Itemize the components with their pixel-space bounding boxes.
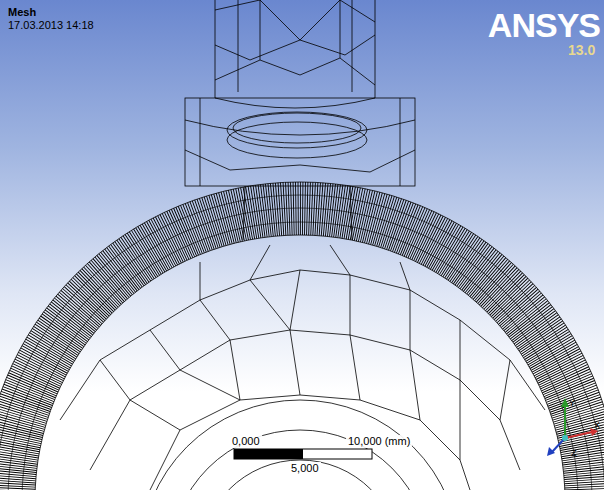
axis-label: Y bbox=[569, 398, 575, 408]
logo-text: ANSYS bbox=[488, 6, 600, 44]
scale-label: 0,000 bbox=[230, 435, 262, 448]
axis-label: X bbox=[594, 420, 600, 430]
view-title: Mesh bbox=[8, 6, 36, 19]
timestamp: 17.03.2013 14:18 bbox=[8, 19, 94, 32]
axis-label: Z bbox=[571, 448, 577, 458]
version-number: 13.0 bbox=[568, 42, 595, 58]
scale-label: 10,000 (mm) bbox=[346, 435, 412, 448]
scale-label: 5,000 bbox=[289, 462, 321, 475]
